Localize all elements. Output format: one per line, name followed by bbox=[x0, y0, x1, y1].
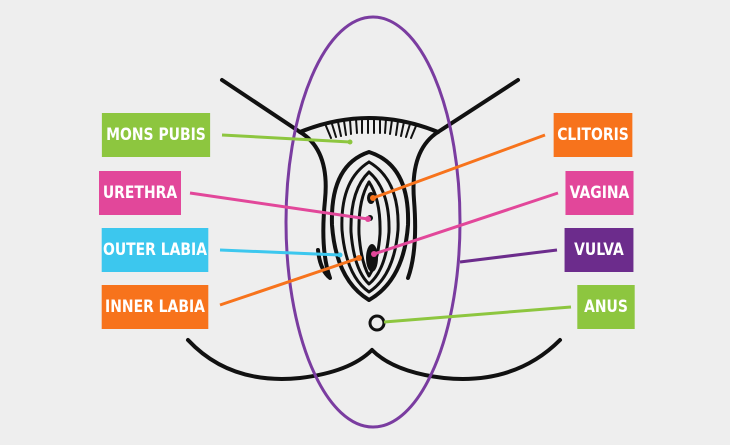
anatomy-marks bbox=[366, 192, 378, 272]
body-outline bbox=[186, 78, 562, 381]
label-vagina: VAGINA bbox=[565, 171, 634, 215]
right-thigh-line bbox=[436, 78, 520, 134]
inner-labia-pointer bbox=[219, 256, 360, 307]
label-anus: ANUS bbox=[577, 285, 635, 329]
right-buttock bbox=[370, 338, 562, 381]
mons-hair-strokes bbox=[325, 118, 417, 139]
left-body-side bbox=[298, 130, 332, 280]
label-vulva: VULVA bbox=[564, 228, 634, 272]
label-urethra: URETHRA bbox=[99, 171, 181, 215]
inner-labia-layer-3 bbox=[357, 180, 382, 278]
vagina-mark bbox=[366, 244, 378, 272]
vagina-pointer bbox=[373, 191, 559, 256]
mons-top-arc bbox=[298, 116, 440, 134]
vulva-pointer bbox=[459, 248, 558, 264]
pointer-endpoints bbox=[337, 139, 377, 261]
label-mons-pubis: MONS PUBIS bbox=[101, 113, 211, 157]
mons-pubis-pointer bbox=[221, 133, 351, 144]
left-thigh-line bbox=[220, 78, 302, 134]
clitoris-pointer bbox=[372, 133, 546, 200]
pointer-lines bbox=[189, 133, 572, 324]
vulva-ellipse bbox=[284, 15, 462, 429]
outer-labia-pointer bbox=[219, 248, 341, 257]
label-clitoris: CLITORIS bbox=[553, 113, 633, 157]
inner-labia-layer-1 bbox=[340, 160, 400, 294]
inner-labia-layer-2 bbox=[349, 170, 391, 286]
right-body-side bbox=[406, 130, 440, 280]
outer-labia-shape bbox=[329, 150, 411, 302]
anus-pointer bbox=[383, 305, 572, 324]
urethra-pointer bbox=[189, 191, 369, 221]
left-buttock bbox=[186, 338, 374, 381]
label-outer-labia: OUTER LABIA bbox=[101, 228, 209, 272]
anus-ring bbox=[368, 314, 386, 332]
label-inner-labia: INNER LABIA bbox=[101, 285, 209, 329]
